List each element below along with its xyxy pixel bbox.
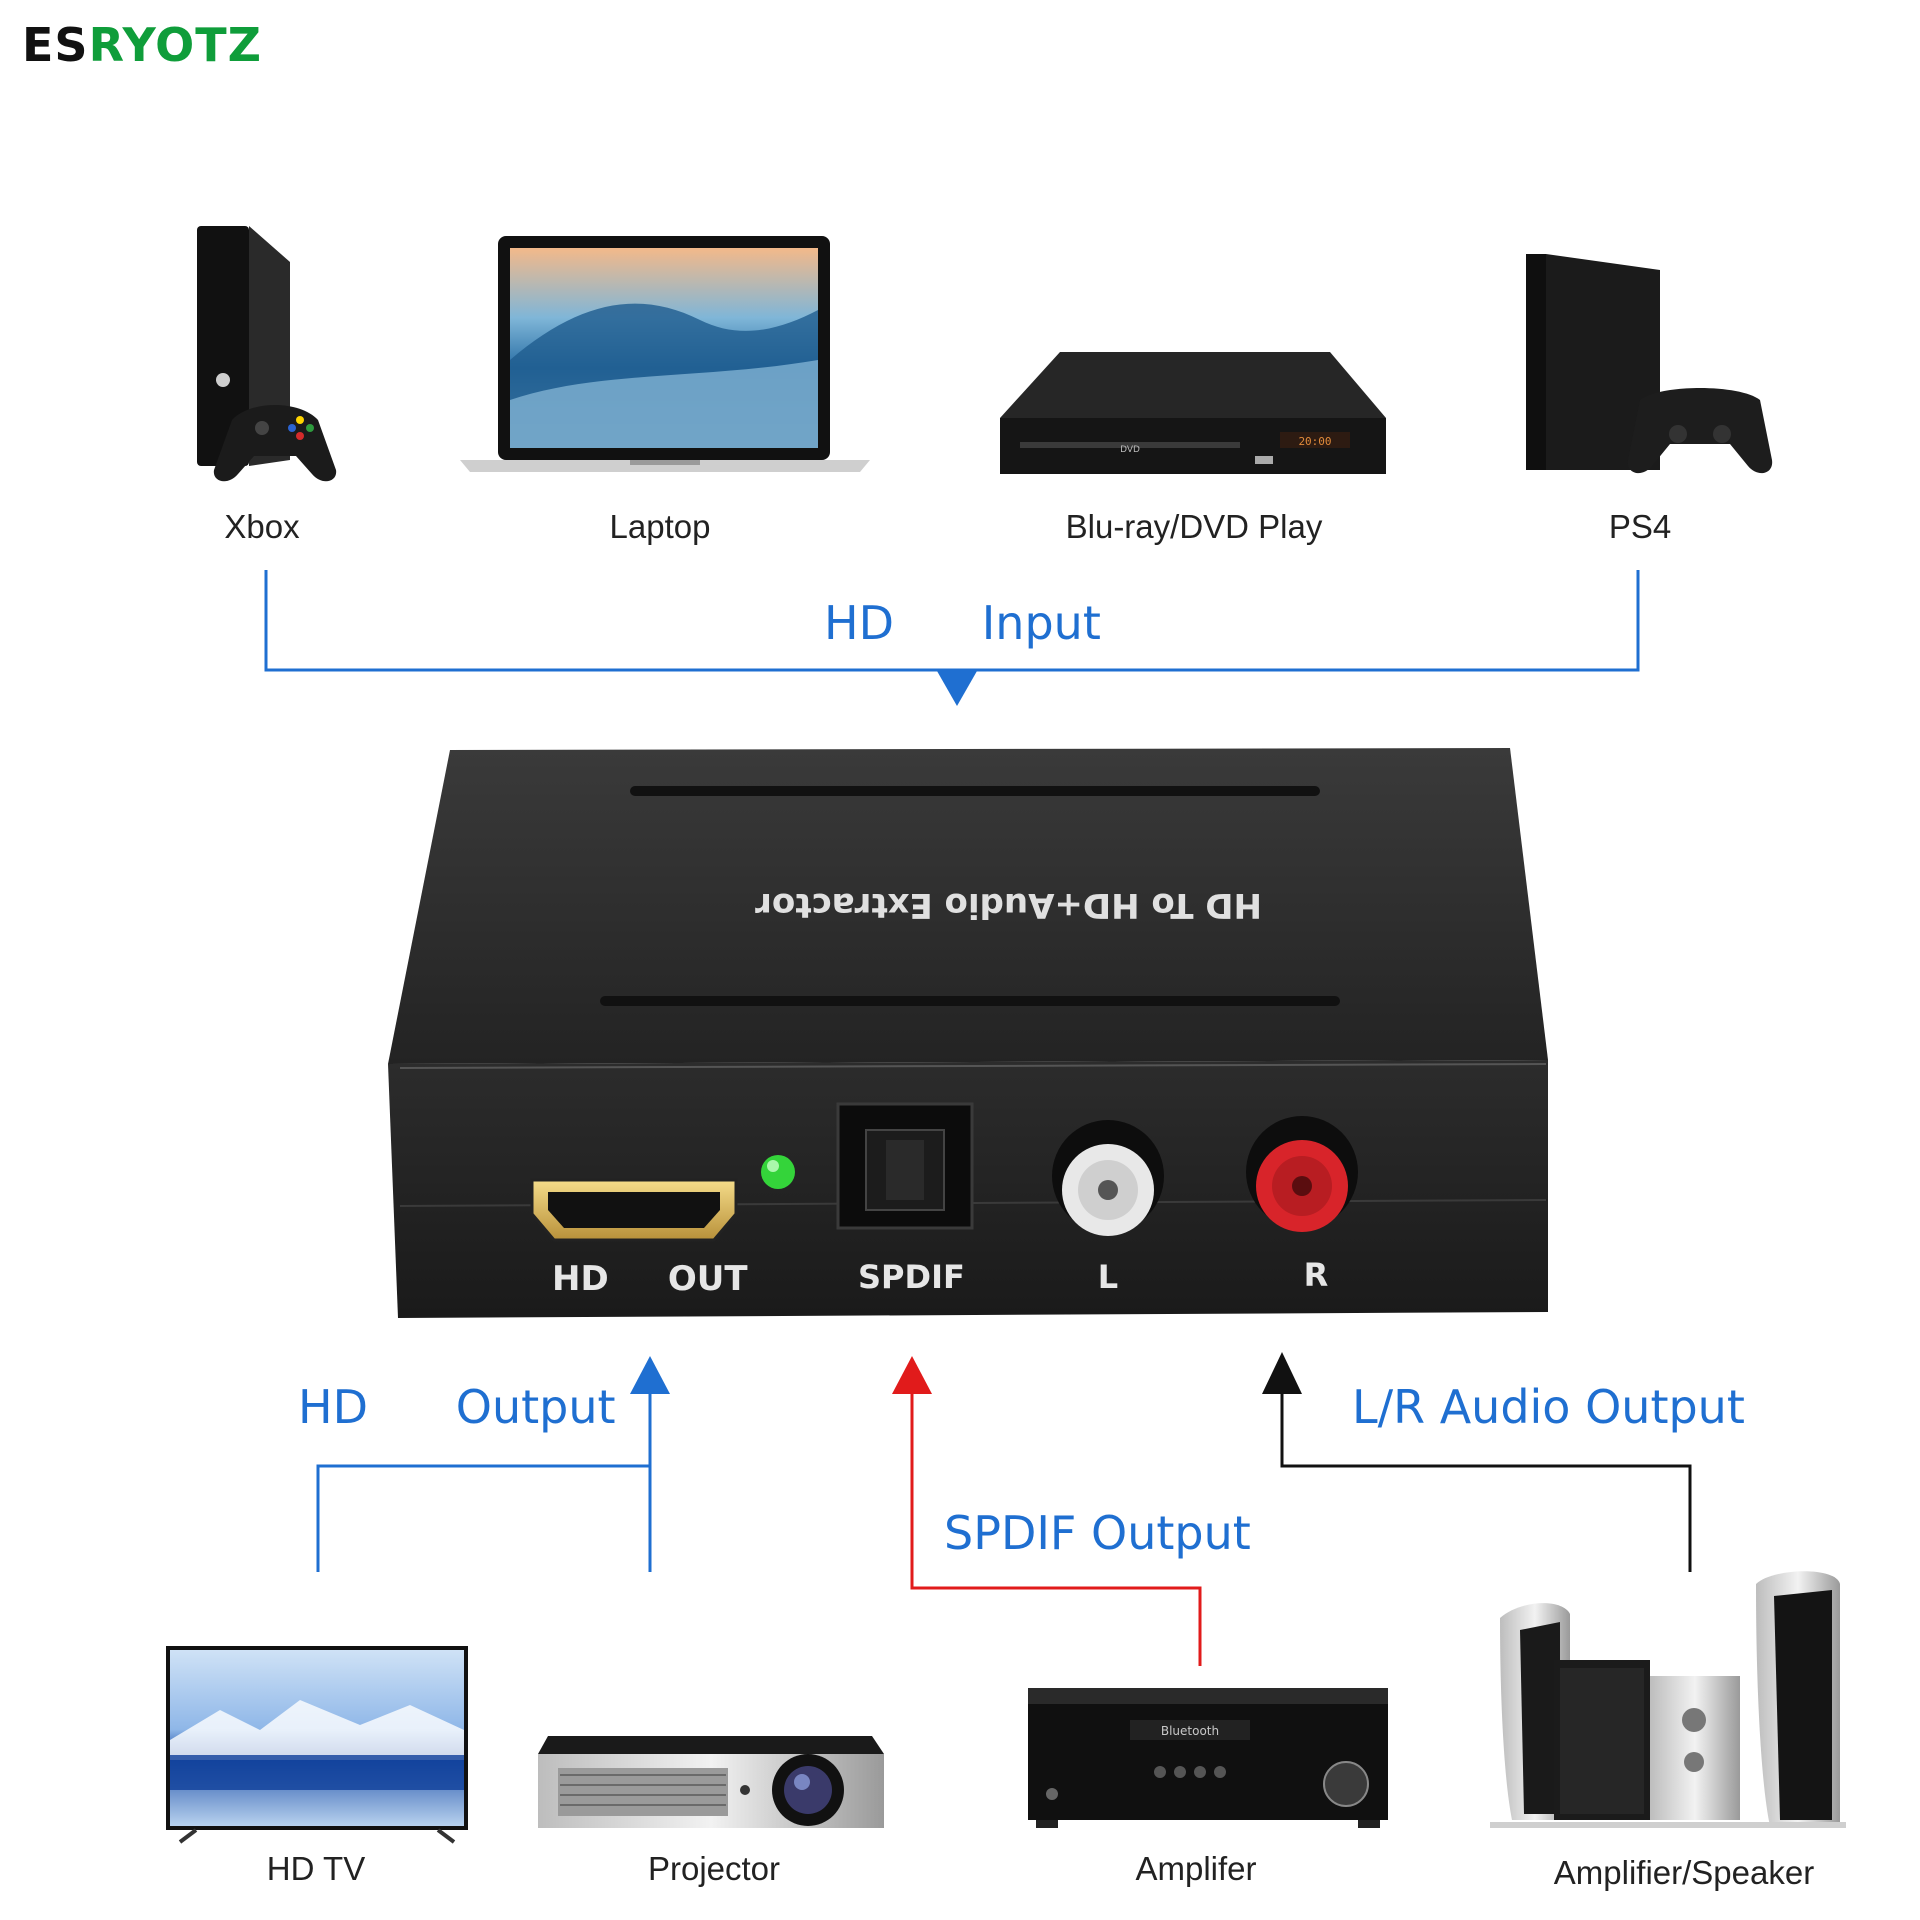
device-label-speaker: Amplifier/Speaker bbox=[1553, 1854, 1815, 1891]
audio-output-label: L/R Audio Output bbox=[1352, 1380, 1745, 1434]
dvd-brand-text: DVD bbox=[1120, 445, 1140, 455]
device-label-laptop: Laptop bbox=[609, 508, 711, 545]
spdif-output-label: SPDIF Output bbox=[944, 1506, 1251, 1560]
brand-part1: ES bbox=[22, 18, 89, 72]
speaker-system-icon bbox=[1490, 1571, 1846, 1828]
hd-input-label: HD Input bbox=[824, 596, 1101, 650]
status-led-icon bbox=[761, 1155, 795, 1189]
laptop-icon bbox=[460, 236, 870, 472]
device-label-ps4: PS4 bbox=[1608, 508, 1672, 545]
device-label-xbox: Xbox bbox=[224, 508, 300, 545]
extractor-top-print: HD To HD+Audio Extractor bbox=[755, 885, 1262, 925]
right-label: R bbox=[1304, 1256, 1329, 1294]
rca-right-port-icon bbox=[1246, 1116, 1358, 1232]
hdmi-port-icon bbox=[530, 1178, 738, 1242]
input-bracket bbox=[264, 570, 1640, 672]
spdif-output-bracket bbox=[910, 1390, 1202, 1666]
extractor-device bbox=[388, 748, 1548, 1318]
amplifier-icon: Bluetooth bbox=[1028, 1688, 1388, 1828]
device-label-hdtv: HD TV bbox=[266, 1850, 366, 1887]
device-label-bluray: Blu-ray/DVD Play bbox=[1065, 508, 1323, 545]
amplifier-display-text: Bluetooth bbox=[1161, 1724, 1219, 1738]
left-label: L bbox=[1098, 1258, 1118, 1296]
audio-output-bracket bbox=[1280, 1390, 1692, 1572]
device-label-amplifier: Amplifer bbox=[1135, 1850, 1257, 1887]
audio-output-arrow-icon bbox=[1262, 1352, 1302, 1394]
hd-out-label: HD OUT bbox=[552, 1259, 748, 1299]
hd-output-label: HD Output bbox=[298, 1380, 616, 1434]
dvd-display-text: 20:00 bbox=[1298, 435, 1331, 448]
hd-output-arrow-icon bbox=[630, 1356, 670, 1394]
spdif-port-icon bbox=[836, 1102, 974, 1230]
spdif-output-arrow-icon bbox=[892, 1356, 932, 1394]
brand-logo: ESRYOTZ bbox=[22, 18, 262, 72]
xbox-icon bbox=[197, 226, 337, 482]
device-label-projector: Projector bbox=[647, 1850, 781, 1887]
input-arrow-icon bbox=[937, 671, 977, 706]
spdif-label: SPDIF bbox=[858, 1258, 965, 1296]
brand-part2: RYOTZ bbox=[88, 18, 262, 72]
projector-icon bbox=[538, 1736, 884, 1828]
dvd-player-icon: 20:00 DVD bbox=[1000, 352, 1386, 474]
rca-left-port-icon bbox=[1052, 1120, 1164, 1236]
hd-output-bracket bbox=[316, 1390, 652, 1572]
hd-tv-icon bbox=[166, 1646, 468, 1844]
ps4-icon bbox=[1526, 254, 1773, 474]
